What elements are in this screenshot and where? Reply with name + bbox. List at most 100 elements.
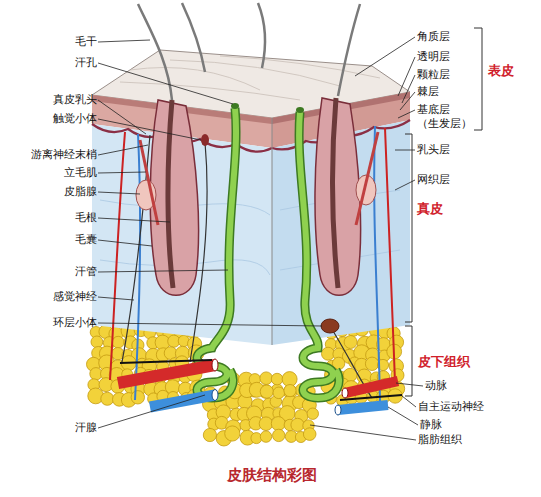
fat-cell	[303, 428, 316, 441]
hair-follicle	[150, 100, 198, 295]
vein	[150, 395, 215, 407]
fat-cell	[260, 431, 271, 442]
part-label: 静脉	[420, 418, 442, 432]
part-label: 毛囊	[75, 233, 97, 247]
leader-line	[98, 40, 150, 42]
fat-cell	[273, 429, 285, 441]
fat-cell	[307, 408, 318, 419]
part-label: 汗孔	[75, 56, 97, 70]
part-label: 动脉	[425, 379, 447, 393]
leader-lines	[98, 37, 423, 440]
artery-end	[342, 388, 348, 398]
dermis-bracket	[405, 134, 412, 322]
part-label: 立毛肌	[64, 166, 97, 180]
part-label: 毛根	[75, 211, 97, 225]
fat-cell	[260, 385, 273, 398]
leader-line	[98, 100, 146, 134]
hair-shaft	[138, 4, 172, 100]
leader-line	[98, 172, 146, 173]
artery	[345, 381, 398, 393]
arrector-pili	[356, 132, 378, 225]
hair-root	[168, 100, 173, 288]
leader-line	[400, 92, 415, 110]
leader-line	[98, 192, 140, 194]
leader-line	[398, 110, 415, 118]
part-label: 自主运动神经	[418, 400, 484, 414]
fat-cell	[225, 426, 240, 441]
sweat-gland	[197, 103, 339, 398]
part-label: 环层小体	[53, 316, 97, 330]
layer-name: 真皮	[417, 201, 443, 217]
part-label: 脂肪组织	[418, 433, 462, 447]
autonomic-nerve	[120, 360, 212, 363]
fat-cell	[131, 391, 144, 404]
sweat-pore	[296, 107, 304, 113]
part-label: 透明层	[417, 50, 450, 64]
part-label: 基底层 （生发层）	[417, 103, 479, 131]
block-edge	[272, 118, 273, 345]
sweat-duct	[299, 112, 339, 398]
part-label: 汗管	[75, 265, 97, 279]
hair-root	[333, 98, 338, 288]
vein-end	[335, 405, 341, 415]
leader-line	[98, 145, 148, 155]
meissner-corpuscle	[201, 134, 209, 146]
artery-end	[212, 359, 218, 371]
leader-line	[355, 37, 415, 76]
venule	[374, 126, 380, 402]
fat-cell	[112, 336, 124, 348]
part-label: 皮脂腺	[64, 185, 97, 199]
part-label: 颗粒层	[417, 68, 450, 82]
leader-line	[395, 180, 415, 190]
layer-name: 表皮	[488, 63, 514, 79]
leader-line	[98, 218, 170, 222]
hair-shaft	[182, 3, 205, 72]
capillary	[110, 132, 125, 380]
leader-line	[98, 323, 322, 326]
leader-line	[388, 407, 418, 425]
part-label: 毛干	[75, 35, 97, 49]
autonomic-nerve	[340, 395, 402, 400]
fat-cell	[271, 417, 285, 431]
fat-cell	[203, 428, 216, 441]
layer-brackets	[405, 28, 482, 396]
pacinian-corpuscle	[321, 319, 339, 333]
fat-cell	[260, 372, 273, 385]
leader-line	[98, 119, 201, 140]
fat-cell	[284, 385, 296, 397]
part-label: 游离神经末梢	[31, 148, 97, 162]
leader-line	[402, 396, 416, 407]
fat-cell	[365, 357, 378, 370]
part-label: 触觉小体	[53, 112, 97, 126]
hypodermis-bracket	[405, 326, 412, 396]
part-label: 真皮乳头	[53, 93, 97, 107]
part-label: 乳头层	[417, 143, 450, 157]
vein-end	[212, 390, 218, 401]
arrector-pili	[140, 140, 158, 225]
part-label: 感觉神经	[53, 290, 97, 304]
venule	[135, 134, 140, 400]
leader-line	[98, 297, 134, 300]
leader-line	[310, 425, 416, 440]
sweat-duct-outline	[299, 112, 339, 398]
leader-line	[395, 150, 415, 151]
hair-shaft	[338, 4, 360, 96]
part-label: 角质层	[417, 30, 450, 44]
caption: 皮肤结构彩图	[227, 466, 317, 484]
hair-shaft	[258, 3, 265, 68]
sweat-duct-outline	[197, 108, 236, 398]
hair-follicle	[315, 98, 361, 295]
part-label: 汗腺	[75, 421, 97, 435]
leader-line	[396, 383, 423, 386]
leader-line	[402, 75, 415, 103]
fat-cell	[259, 417, 273, 431]
fat-cell	[291, 418, 304, 431]
fat-cell	[344, 336, 357, 349]
epidermis-bracket	[474, 28, 482, 130]
leader-line	[398, 57, 415, 96]
leader-line	[98, 240, 152, 246]
part-label: 网织层	[417, 173, 450, 187]
vein	[338, 405, 388, 410]
leader-line	[98, 395, 205, 428]
